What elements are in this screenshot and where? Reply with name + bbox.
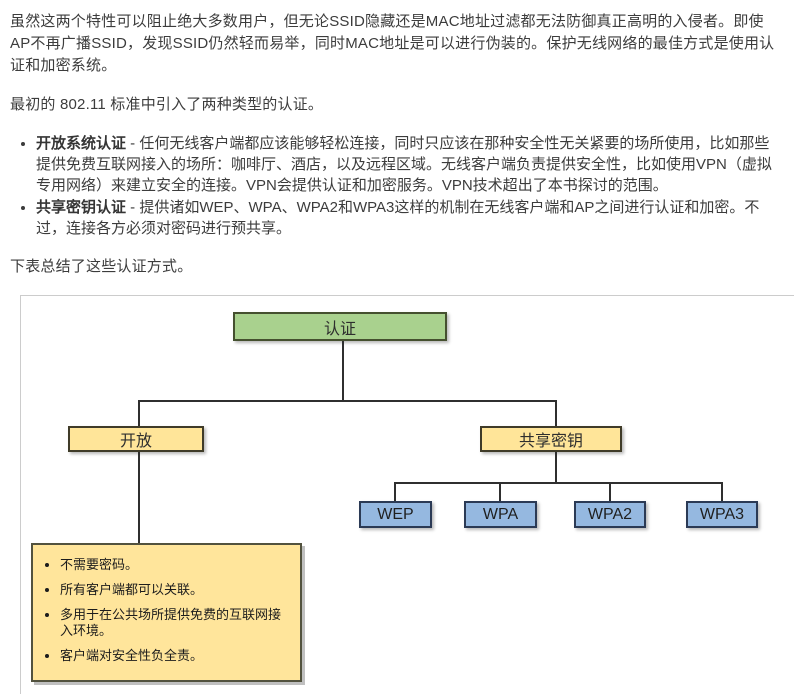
list-item-open-system-auth: 开放系统认证 - 任何无线客户端都应该能够轻松连接，同时只应该在那种安全性无关紧… [36,133,782,196]
auth-types-list: 开放系统认证 - 任何无线客户端都应该能够轻松连接，同时只应该在那种安全性无关紧… [14,133,782,239]
connector-root-down [342,341,344,402]
connector-wpa2-drop [609,482,611,501]
connector-shared-down [555,452,557,482]
shared-key-auth-term: 共享密钥认证 [36,199,127,216]
connector-shared-drop [555,400,557,426]
connector-wep-drop [394,482,396,501]
note-item-public-places: 多用于在公共场所提供免费的互联网接入环境。 [60,607,290,639]
auth-root-node: 认证 [233,312,447,341]
intro-paragraph: 虽然这两个特性可以阻止绝大多数用户，但无论SSID隐藏还是MAC地址过滤都无法防… [10,13,775,74]
connector-open-to-note [138,452,140,543]
open-note-list: 不需要密码。 所有客户端都可以关联。 多用于在公共场所提供免费的互联网接入环境。… [43,557,290,664]
wpa3-node: WPA3 [686,501,758,528]
auth-types-paragraph: 最初的 802.11 标准中引入了两种类型的认证。 [10,96,324,113]
open-system-auth-term: 开放系统认证 [36,135,127,152]
wpa-node: WPA [464,501,537,528]
note-item-no-password: 不需要密码。 [60,557,290,573]
list-item-shared-key-auth: 共享密钥认证 - 提供诸如WEP、WPA、WPA2和WPA3这样的机制在无线客户… [36,197,782,239]
auth-tree-diagram: 认证 开放 共享密钥 WEP WPA WPA2 WPA3 不需要密码。 [20,295,794,694]
connector-branch-horizontal [138,400,557,402]
open-node: 开放 [68,426,204,452]
wpa2-node: WPA2 [574,501,646,528]
summary-paragraph: 下表总结了这些认证方式。 [10,258,193,275]
connector-wpa3-drop [721,482,723,501]
open-note-box: 不需要密码。 所有客户端都可以关联。 多用于在公共场所提供免费的互联网接入环境。… [31,543,302,682]
connector-open-drop [138,400,140,426]
shared-key-node: 共享密钥 [480,426,622,452]
open-system-auth-text: - 任何无线客户端都应该能够轻松连接，同时只应该在那种安全性无关紧要的场所使用，… [36,135,772,194]
connector-protocols-horizontal [394,482,723,484]
note-item-client-responsible: 客户端对安全性负全责。 [60,648,290,664]
note-item-all-clients: 所有客户端都可以关联。 [60,582,290,598]
shared-key-auth-text: - 提供诸如WEP、WPA、WPA2和WPA3这样的机制在无线客户端和AP之间进… [36,199,760,237]
wep-node: WEP [359,501,432,528]
connector-wpa-drop [499,482,501,501]
